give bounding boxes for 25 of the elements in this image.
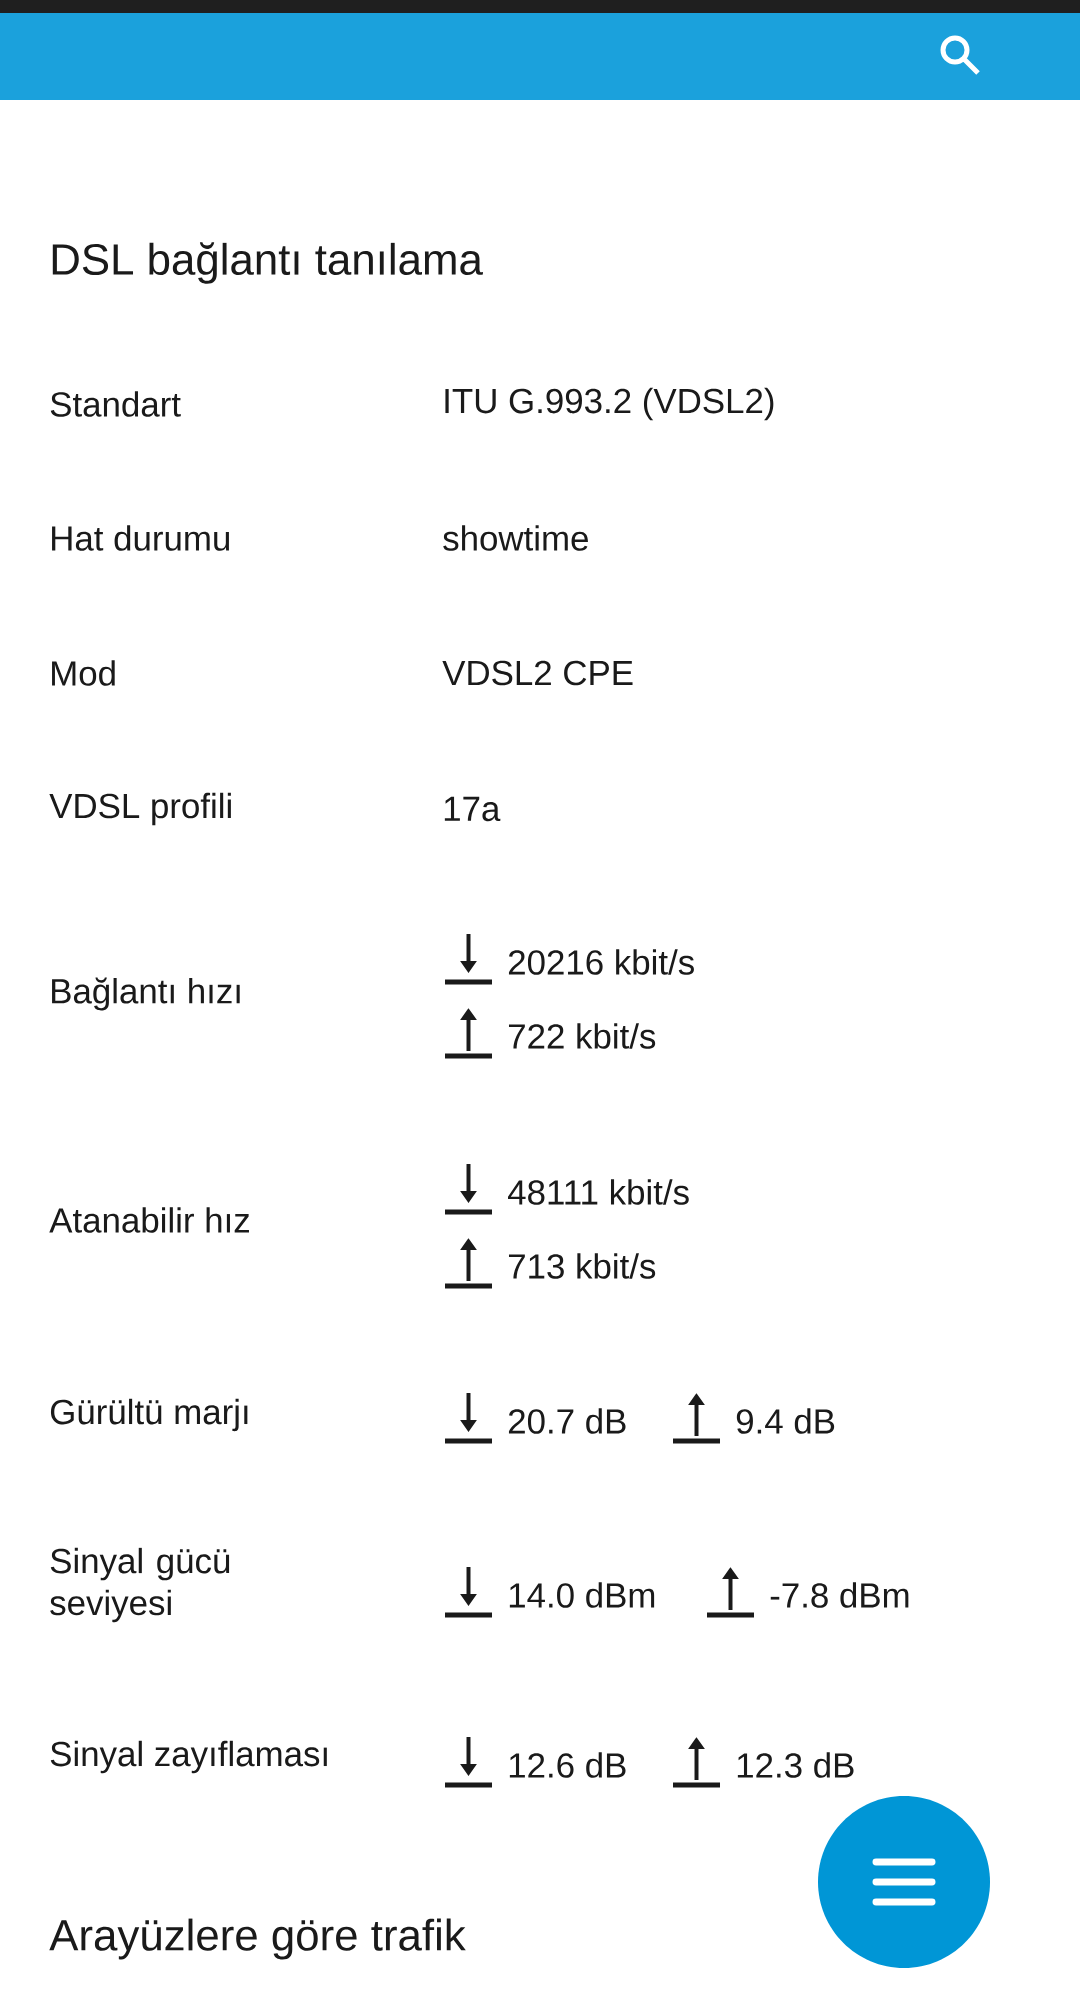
field-label: Bağlantı hızı xyxy=(52,977,240,1011)
field-label: Sinyal gücü seviyesi xyxy=(50,1547,230,1623)
field-value: 14.0 dBm xyxy=(509,1582,655,1608)
field-label: Standart xyxy=(50,391,181,417)
field-value: 722 kbit/s xyxy=(509,1023,656,1049)
field-label: VDSL profili xyxy=(49,792,231,826)
field-value: showtime xyxy=(443,525,588,551)
field-value: 12.3 dB xyxy=(737,1752,854,1778)
field-value: -7.8 dBm xyxy=(770,1582,909,1608)
field-label: Hat durumu xyxy=(52,525,229,551)
field-value: 9.4 dB xyxy=(736,1408,835,1434)
field-label: Gürültü marjı xyxy=(50,1398,248,1432)
field-value: 20.7 dB xyxy=(508,1408,626,1434)
field-label: Atanabilir hız xyxy=(49,1207,249,1233)
field-value: ITU G.993.2 (VDSL2) xyxy=(445,387,774,421)
field-value: VDSL2 CPE xyxy=(442,660,633,686)
field-value: 48111 kbit/s xyxy=(508,1179,689,1205)
section-heading: DSL bağlantı tanılama xyxy=(52,242,483,284)
field-value: 17a xyxy=(444,796,501,822)
field-label: Sinyal zayıflaması xyxy=(50,1740,327,1774)
field-value: 713 kbit/s xyxy=(509,1253,656,1279)
field-value: 20216 kbit/s xyxy=(508,949,694,975)
field-label: Mod xyxy=(52,660,115,686)
field-value: 12.6 dB xyxy=(509,1752,626,1778)
section-heading: Arayüzlere göre trafik xyxy=(49,1918,466,1960)
